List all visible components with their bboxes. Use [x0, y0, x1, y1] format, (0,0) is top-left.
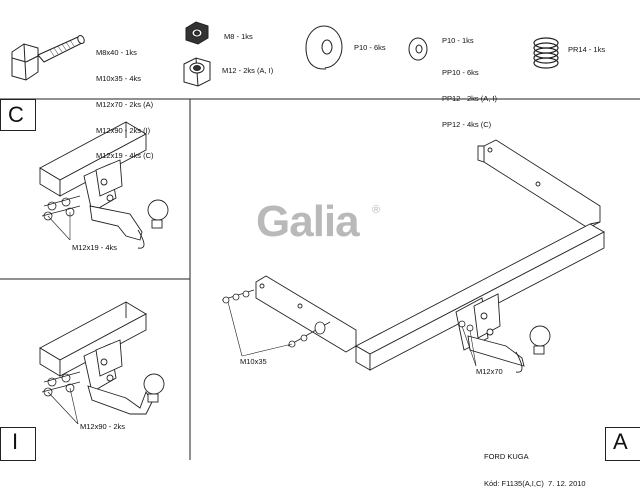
bolt-line: M12x19 - 4ks (C) — [96, 151, 154, 161]
leader-c-1 — [47, 215, 71, 241]
bolt-icon — [11, 34, 85, 81]
panel-i-drawing — [39, 301, 165, 415]
washer-line: PP12 - 4ks (C) — [442, 119, 492, 129]
panel-c-callout: M12x19 - 4ks — [72, 243, 118, 252]
panel-a-drawing — [221, 139, 605, 373]
leader-a-3 — [461, 325, 477, 367]
washer-small-list: P10 - 1ks PP10 - 6ks PP12 - 2ks (A, I) P… — [442, 20, 497, 138]
panel-a-letter: A — [613, 429, 628, 454]
nut-m12-icon — [183, 57, 211, 87]
panel-a-callout-left: M10x35 — [240, 357, 267, 366]
nut-m8-label: M8 - 1ks — [224, 32, 253, 41]
nut-m8-icon — [185, 21, 209, 45]
bolt-line: M12x90 - 2ks (I) — [96, 125, 151, 135]
leader-a-2 — [241, 343, 293, 357]
drawing-sheet — [0, 21, 640, 460]
washer-line: PP10 - 6ks — [442, 67, 479, 77]
leader-a-4 — [469, 329, 477, 367]
panel-a-tag — [605, 427, 640, 461]
washer-small-icon — [408, 37, 428, 61]
bolt-line: M8x40 - 1ks — [96, 48, 137, 58]
model-name: FORD KUGA — [484, 452, 529, 461]
washer-large-icon — [305, 25, 343, 70]
leader-i-2 — [69, 387, 79, 425]
panel-i-callout: M12x90 - 2ks — [80, 422, 126, 431]
panel-c-drawing — [39, 121, 169, 249]
bolt-line: M12x70 - 2ks (A) — [96, 99, 154, 109]
washer-line: P10 - 1ks — [442, 36, 474, 46]
panel-a-callout-right: M12x70 — [476, 367, 503, 376]
washer-large-label: P10 - 6ks — [354, 43, 386, 52]
drawing-code: Kód: F1135(A,I,C) 7. 12. 2010 — [484, 479, 586, 488]
title-block: FORD KUGA Kód: F1135(A,I,C) 7. 12. 2010 — [484, 434, 586, 497]
bolt-list: M8x40 - 1ks M10x35 - 4ks M12x70 - 2ks (A… — [96, 32, 154, 170]
registered-mark: ® — [372, 204, 381, 216]
spring-label: PR14 - 1ks — [568, 45, 606, 54]
washer-line: PP12 - 2ks (A, I) — [442, 93, 498, 103]
leader-i-1 — [47, 391, 79, 425]
bolt-line: M10x35 - 4ks — [96, 73, 142, 83]
panel-c-tag — [0, 99, 36, 131]
galia-logo: Galia — [256, 197, 360, 246]
leader-a-1 — [227, 301, 243, 357]
nut-m12-label: M12 - 2ks (A, I) — [222, 66, 274, 75]
panel-i-letter: I — [12, 429, 19, 454]
spring-washer-icon — [533, 37, 559, 69]
panel-c-letter: C — [8, 102, 24, 127]
